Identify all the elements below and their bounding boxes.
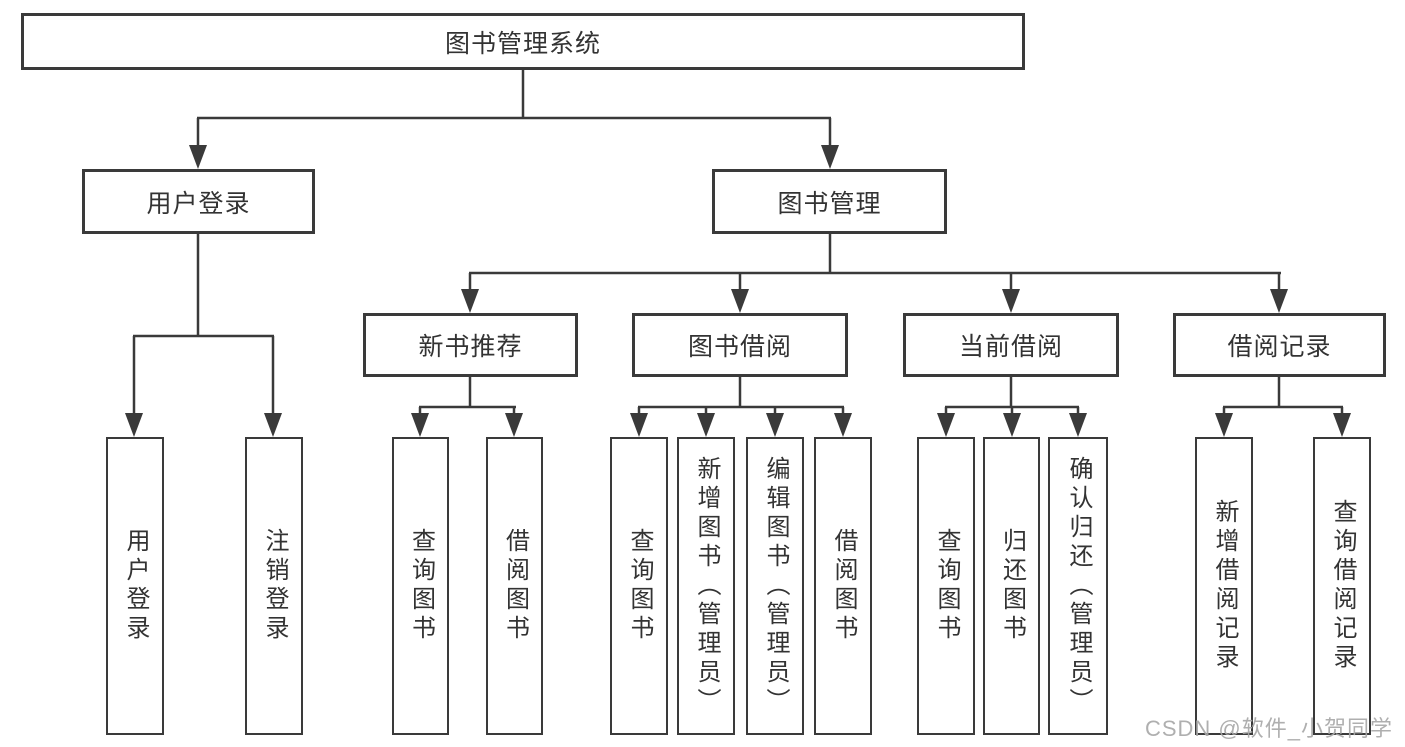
leaf-query-books-3: 查询图书 [917, 437, 975, 735]
leaf-query-books-1: 查询图书 [392, 437, 449, 735]
leaf-return-books: 归还图书 [983, 437, 1040, 735]
leaf-label: 确认归还（管理员） [1065, 455, 1092, 717]
leaf-label: 归还图书 [998, 528, 1026, 644]
node-borrow-records: 借阅记录 [1173, 313, 1386, 377]
node-label: 图书管理 [777, 189, 882, 218]
leaf-user-login: 用户登录 [106, 437, 164, 735]
leaf-edit-books-admin: 编辑图书（管理员） [746, 437, 804, 735]
leaf-add-borrow-record: 新增借阅记录 [1195, 437, 1253, 735]
node-label: 图书借阅 [687, 333, 792, 361]
csdn-watermark: CSDN @软件_小贺同学 [1144, 716, 1393, 741]
node-label: 当前借阅 [958, 333, 1063, 361]
connector-edges [132, 69, 1344, 414]
node-user-login: 用户登录 [82, 169, 315, 234]
leaf-label: 注销登录 [261, 528, 288, 644]
arrowhead-icons [125, 145, 1351, 437]
leaf-logout: 注销登录 [245, 437, 303, 735]
node-current-borrow: 当前借阅 [903, 313, 1119, 377]
node-root-library-system: 图书管理系统 [21, 13, 1025, 70]
leaf-label: 新增图书（管理员） [693, 455, 720, 717]
node-label: 用户登录 [146, 189, 251, 218]
leaf-add-books-admin: 新增图书（管理员） [677, 437, 735, 735]
leaf-label: 查询图书 [626, 528, 653, 644]
leaf-label: 借阅图书 [501, 528, 529, 644]
leaf-label: 借阅图书 [830, 528, 857, 644]
leaf-label: 新增借阅记录 [1211, 499, 1238, 673]
node-new-book-recommend: 新书推荐 [363, 313, 578, 377]
node-book-borrow: 图书借阅 [632, 313, 848, 377]
leaf-label: 查询图书 [933, 528, 960, 644]
leaf-confirm-return-admin: 确认归还（管理员） [1048, 437, 1108, 735]
node-label: 新书推荐 [418, 333, 523, 361]
node-book-management: 图书管理 [712, 169, 947, 234]
leaf-label: 查询借阅记录 [1329, 499, 1356, 673]
leaf-borrow-books-1: 借阅图书 [486, 437, 543, 735]
leaf-borrow-books-2: 借阅图书 [814, 437, 872, 735]
node-label: 图书管理系统 [444, 29, 601, 58]
leaf-label: 查询图书 [407, 528, 435, 644]
leaf-label: 编辑图书（管理员） [762, 455, 789, 717]
leaf-label: 用户登录 [122, 528, 149, 644]
node-label: 借阅记录 [1227, 333, 1332, 361]
leaf-query-books-2: 查询图书 [610, 437, 668, 735]
leaf-query-borrow-record: 查询借阅记录 [1313, 437, 1371, 735]
